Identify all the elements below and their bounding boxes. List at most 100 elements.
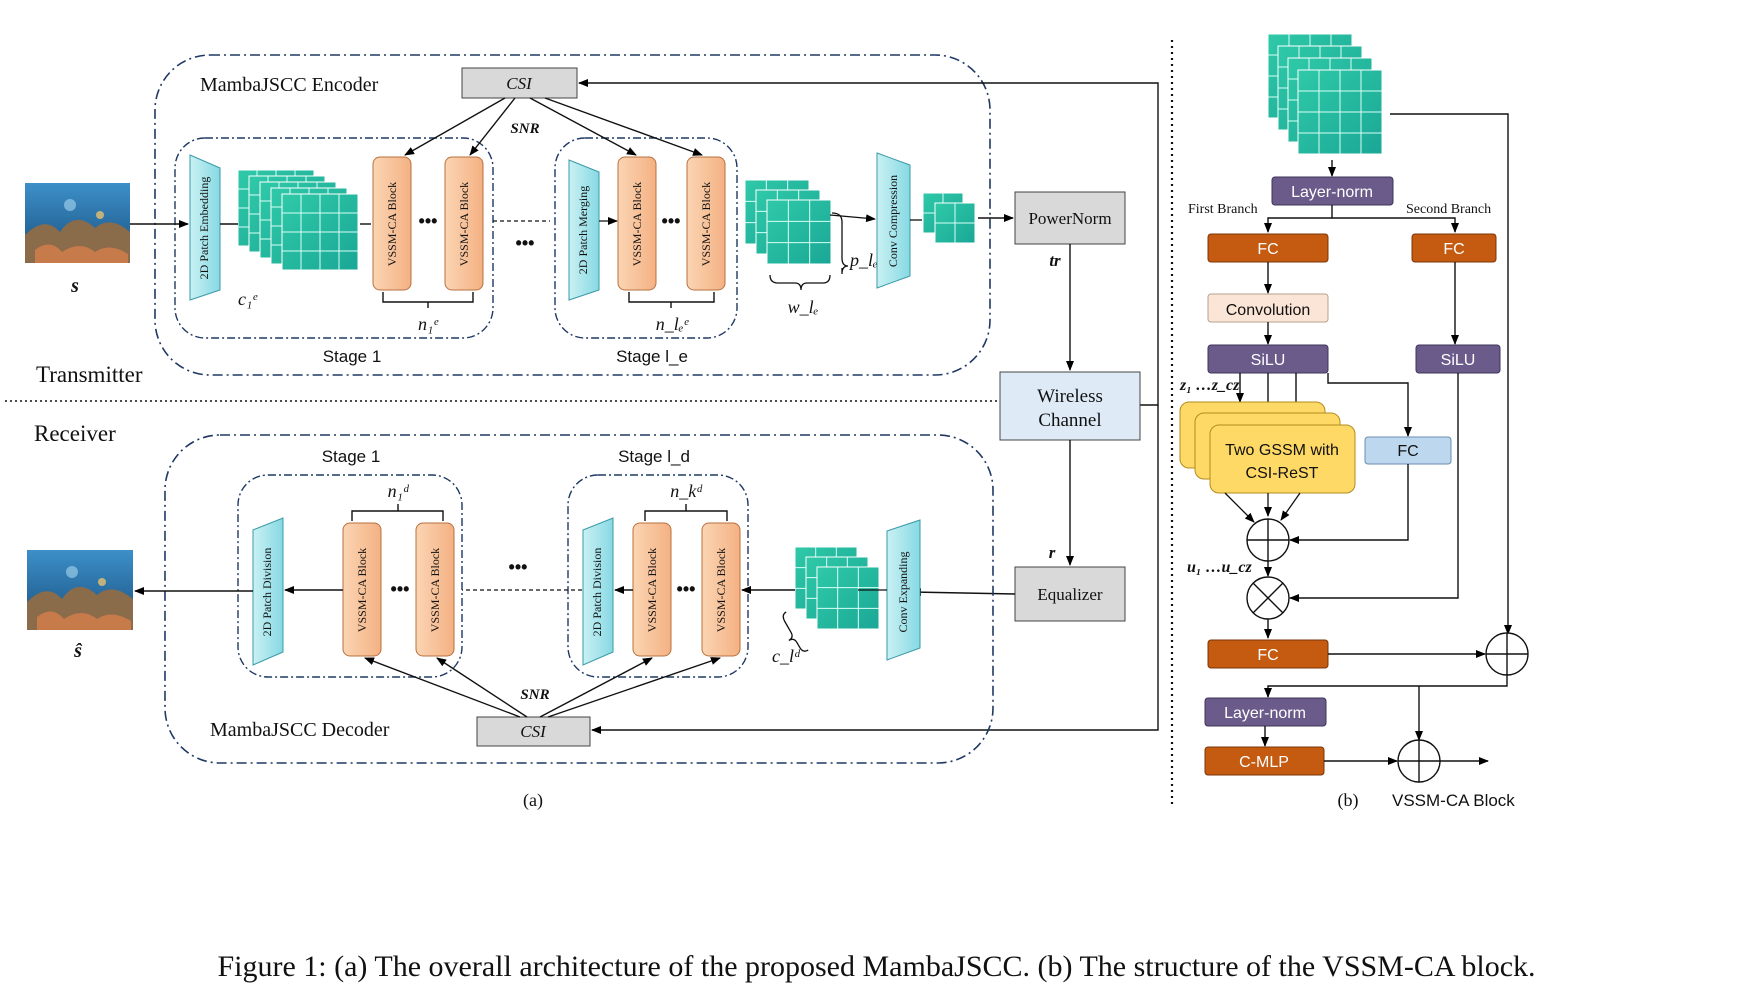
encoder-wle-label: w_lₑ xyxy=(788,297,819,317)
encoder-dots-le: ••• xyxy=(662,211,681,231)
encoder-wle-brace xyxy=(769,274,831,291)
silu-second-label: SiLU xyxy=(1441,352,1476,369)
layernorm-bottom-label: Layer-norm xyxy=(1224,705,1306,722)
decoder-nk-brace xyxy=(644,504,728,521)
encoder-vssm-label-1a: VSSM-CA Block xyxy=(385,182,399,266)
layernorm-top-label: Layer-norm xyxy=(1291,184,1373,201)
encoder-vssm-block-le-b[interactable] xyxy=(686,156,726,291)
encoder-dots-1: ••• xyxy=(419,211,438,231)
patch-division-label-ld: 2D Patch Division xyxy=(590,548,604,637)
encoder-vssm-label-le-b: VSSM-CA Block xyxy=(699,182,713,266)
patch-merging-trapezoid xyxy=(568,159,600,301)
decoder-stage1-box xyxy=(237,474,463,678)
conv-expanding-label: Conv Expanding xyxy=(896,552,910,633)
encoder-csi-box xyxy=(461,67,578,99)
encoder-feature-stack-1 xyxy=(237,169,359,271)
residual-sum-1 xyxy=(1485,632,1529,676)
decoder-vssm-label-ld-b: VSSM-CA Block xyxy=(714,548,728,632)
transmitter-label: Transmitter xyxy=(36,362,143,387)
tr-label: tr xyxy=(1049,251,1061,270)
fc-second-branch-label: FC xyxy=(1443,241,1464,258)
decoder-vssm-label-ld-a: VSSM-CA Block xyxy=(645,548,659,632)
decoder-n1-brace xyxy=(351,504,444,521)
encoder-vssm-label-le-a: VSSM-CA Block xyxy=(630,182,644,266)
fc-blue-label: FC xyxy=(1397,443,1418,460)
conv-compression-trapezoid xyxy=(876,152,911,289)
conv-expanding-trapezoid xyxy=(886,519,921,661)
decoder-cld-label: c_lᵈ xyxy=(772,646,801,666)
encoder-csi-label: CSI xyxy=(506,74,533,93)
gssm-label-1: Two GSSM with xyxy=(1225,442,1339,459)
equalizer-label: Equalizer xyxy=(1037,585,1102,604)
encoder-n1-label: n₁ᵉ xyxy=(418,314,439,334)
feature-map-layer xyxy=(766,199,832,265)
second-branch-label: Second Branch xyxy=(1406,202,1491,217)
decoder-vssm-label-1b: VSSM-CA Block xyxy=(428,548,442,632)
patch-division-trapezoid-ld xyxy=(582,517,614,666)
encoder-ple-label: p_lₑ xyxy=(848,250,878,270)
decoder-csi-label: CSI xyxy=(520,722,547,741)
feature-map-layer xyxy=(816,566,880,630)
encoder-stage1-box xyxy=(174,137,494,339)
patch-embedding-trapezoid xyxy=(189,154,221,301)
gssm-box xyxy=(1209,424,1356,494)
decoder-nk-label: n_kᵈ xyxy=(670,481,703,501)
decoder-vssm-label-1a: VSSM-CA Block xyxy=(355,548,369,632)
encoder-snr-label: SNR xyxy=(510,121,539,137)
fc-output-label: FC xyxy=(1257,647,1278,664)
sum-node-1 xyxy=(1246,518,1290,562)
decoder-n1-label: n₁ᵈ xyxy=(388,481,410,501)
decoder-snr-label: SNR xyxy=(520,687,549,703)
patch-embedding-label: 2D Patch Embedding xyxy=(197,177,211,280)
wireless-channel-box xyxy=(999,371,1141,441)
encoder-outer-box xyxy=(154,54,991,376)
encoder-vssm-block-le-a[interactable] xyxy=(617,156,657,291)
encoder-nle-label: n_lₑᵉ xyxy=(656,314,690,334)
encoder-nle-brace xyxy=(628,292,715,308)
decoder-stageld-box xyxy=(567,474,749,678)
vssm-input-features xyxy=(1267,33,1383,155)
decoder-stage1-label: Stage 1 xyxy=(322,447,381,466)
encoder-stage1-label: Stage 1 xyxy=(323,347,382,366)
decoder-title: MambaJSCC Decoder xyxy=(210,719,390,741)
encoder-ple-brace xyxy=(831,212,849,275)
encoder-c1-label: c₁ᵉ xyxy=(238,289,258,309)
silu-first-label: SiLU xyxy=(1251,352,1286,369)
fc-second-branch-box xyxy=(1411,233,1497,263)
wireless-label-1: Wireless xyxy=(1037,386,1103,407)
multiply-node xyxy=(1246,576,1290,620)
decoder-cld-brace xyxy=(782,611,809,652)
gssm-label-2: CSI-ReST xyxy=(1246,465,1319,482)
panel-a-label: (a) xyxy=(523,790,543,811)
residual-sum-2 xyxy=(1397,739,1441,783)
figure-caption: Figure 1: (a) The overall architecture o… xyxy=(217,950,1536,983)
encoder-vssm-block-1b[interactable] xyxy=(444,156,484,291)
encoder-output-features xyxy=(922,192,976,244)
panel-b-label: (b) xyxy=(1338,790,1359,811)
output-image xyxy=(27,550,133,630)
decoder-stageld-label: Stage l_d xyxy=(618,447,690,466)
convolution-label: Convolution xyxy=(1226,302,1311,319)
decoder-dots-between: ••• xyxy=(509,557,528,577)
encoder-vssm-block-1a[interactable] xyxy=(372,156,412,291)
wireless-label-2: Channel xyxy=(1038,410,1101,431)
encoder-vssm-label-1b: VSSM-CA Block xyxy=(457,182,471,266)
output-symbol: ŝ xyxy=(73,640,83,662)
encoder-dots-between: ••• xyxy=(516,233,535,253)
decoder-dots-ld: ••• xyxy=(677,579,696,599)
decoder-dots-1: ••• xyxy=(391,579,410,599)
input-symbol: s xyxy=(70,275,79,297)
encoder-stagele-label: Stage l_e xyxy=(616,347,688,366)
cmlp-label: C-MLP xyxy=(1239,754,1289,771)
decoder-outer-box xyxy=(164,434,994,764)
decoder-feature-stack xyxy=(794,546,880,630)
decoder-vssm-block-ld-b[interactable] xyxy=(701,522,741,657)
encoder-n1-brace xyxy=(382,292,474,308)
decoder-csi-box xyxy=(476,716,591,747)
patch-merging-label: 2D Patch Merging xyxy=(576,186,590,274)
encoder-title: MambaJSCC Encoder xyxy=(200,74,379,96)
decoder-vssm-block-1b[interactable] xyxy=(415,522,455,657)
fc-first-branch-label: FC xyxy=(1257,241,1278,258)
powernorm-box xyxy=(1014,191,1126,245)
